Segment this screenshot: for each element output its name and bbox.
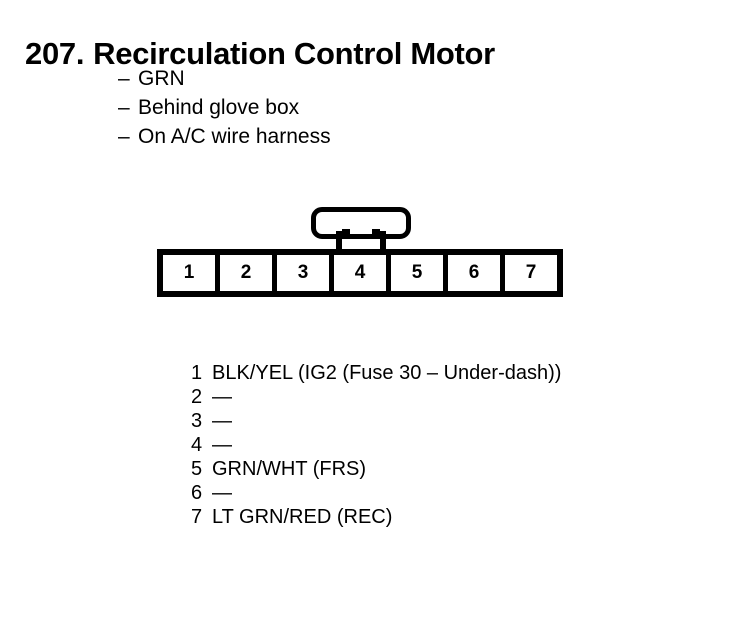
- note-item-label: GRN: [138, 67, 185, 90]
- latch-tab-notch-right: [372, 229, 380, 236]
- pin-legend-row: 7 LT GRN/RED (REC): [191, 505, 561, 529]
- pin-legend-number: 4: [191, 434, 203, 456]
- connector-pin-4-label: 4: [354, 262, 366, 283]
- pin-legend-description: —: [212, 482, 232, 504]
- note-item-label: On A/C wire harness: [138, 125, 331, 148]
- note-dash-icon: –: [118, 67, 130, 90]
- connector-pin-6: 6: [448, 255, 505, 291]
- notes-list: –GRN –Behind glove box –On A/C wire harn…: [118, 64, 331, 151]
- pin-legend-number: 7: [191, 506, 203, 528]
- pin-legend-number: 6: [191, 482, 203, 504]
- connector-pin-1: 1: [163, 255, 220, 291]
- pin-legend-description: —: [212, 410, 232, 432]
- connector-pin-2-label: 2: [240, 262, 252, 283]
- connector-pin-5-label: 5: [411, 262, 423, 283]
- note-item: –On A/C wire harness: [118, 122, 331, 151]
- connector-pin-body: 1 2 3 4 5 6 7: [157, 249, 563, 297]
- pin-legend-number: 3: [191, 410, 203, 432]
- page-title: 207.Recirculation Control Motor: [25, 35, 495, 73]
- connector-pin-7-label: 7: [525, 262, 537, 283]
- connector-pin-1-label: 1: [183, 262, 195, 283]
- note-item: –Behind glove box: [118, 93, 331, 122]
- pin-legend-description: LT GRN/RED (REC): [212, 506, 393, 528]
- latch-tab-icon: [311, 207, 411, 251]
- pin-legend-description: BLK/YEL (IG2 (Fuse 30 – Under-dash)): [212, 362, 562, 384]
- pin-legend-row: 6 —: [191, 481, 561, 505]
- page-title-number: 207.: [25, 35, 85, 71]
- connector-pin-6-label: 6: [468, 262, 480, 283]
- pin-legend-description: —: [212, 434, 232, 456]
- note-item: –GRN: [118, 64, 331, 93]
- latch-tab-notch-left: [342, 229, 350, 236]
- pin-legend-description: —: [212, 386, 232, 408]
- page-title-text: Recirculation Control Motor: [93, 35, 495, 71]
- pin-legend-row: 3 —: [191, 409, 561, 433]
- connector-pin-7: 7: [505, 255, 557, 291]
- pin-legend-list: 1 BLK/YEL (IG2 (Fuse 30 – Under-dash)) 2…: [191, 361, 561, 529]
- note-dash-icon: –: [118, 96, 130, 119]
- latch-tab-stem-left: [336, 231, 342, 251]
- pin-legend-row: 1 BLK/YEL (IG2 (Fuse 30 – Under-dash)): [191, 361, 561, 385]
- pin-legend-number: 1: [191, 362, 203, 384]
- connector-pin-4: 4: [334, 255, 391, 291]
- pin-legend-row: 5 GRN/WHT (FRS): [191, 457, 561, 481]
- note-item-label: Behind glove box: [138, 96, 300, 119]
- latch-tab-ring: [311, 207, 411, 239]
- pin-legend-number: 2: [191, 386, 203, 408]
- pin-legend-row: 4 —: [191, 433, 561, 457]
- connector-pin-2: 2: [220, 255, 277, 291]
- connector-pin-3-label: 3: [297, 262, 309, 283]
- connector-diagram: 1 2 3 4 5 6 7: [157, 207, 567, 299]
- pin-legend-row: 2 —: [191, 385, 561, 409]
- note-dash-icon: –: [118, 125, 130, 148]
- connector-pin-5: 5: [391, 255, 448, 291]
- pin-legend-number: 5: [191, 458, 203, 480]
- latch-tab-stem-right: [380, 231, 386, 251]
- connector-pin-3: 3: [277, 255, 334, 291]
- pin-legend-description: GRN/WHT (FRS): [212, 458, 367, 480]
